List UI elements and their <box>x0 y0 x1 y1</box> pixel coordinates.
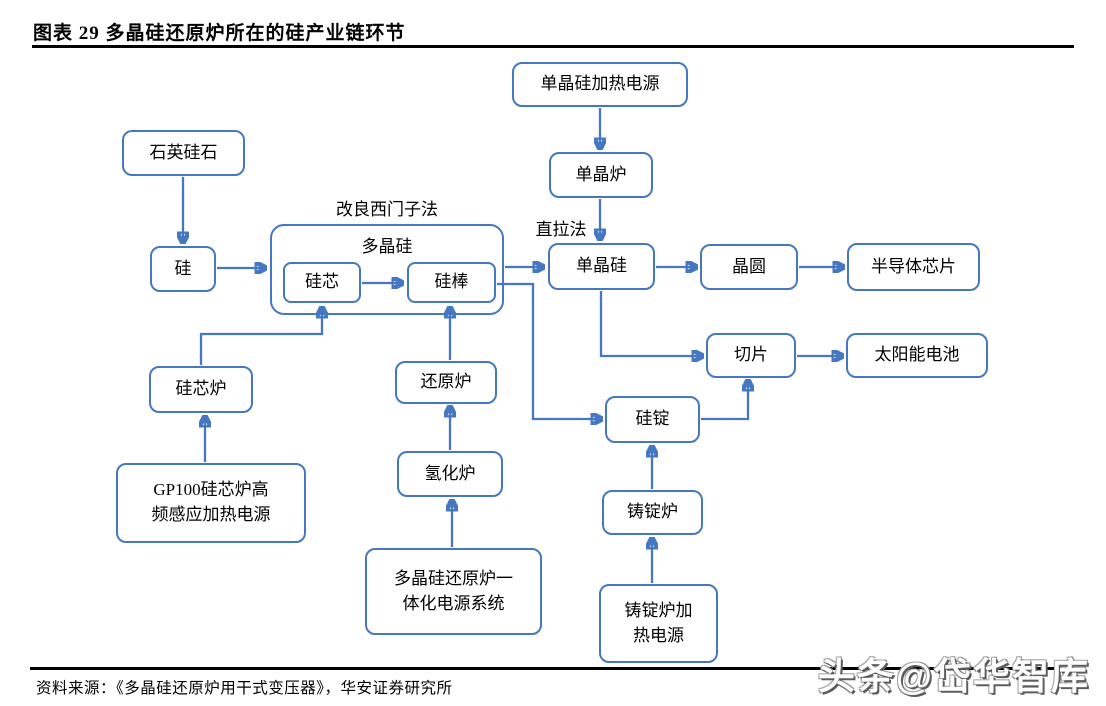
label-czochralski-process: 直拉法 <box>535 220 587 239</box>
node-semiconductor-chip: 半导体芯片 <box>847 243 980 291</box>
arrow-rod-to-ingot <box>497 282 600 419</box>
node-casting-furnace-heating-power: 铸锭炉加 热电源 <box>599 584 718 663</box>
node-mono-silicon-heating-power: 单晶硅加热电源 <box>512 62 688 107</box>
node-silicon-ingot: 硅锭 <box>605 396 700 443</box>
node-mono-crystal-furnace: 单晶炉 <box>549 152 653 198</box>
node-integrated-power-system: 多晶硅还原炉一 体化电源系统 <box>365 548 542 635</box>
node-silicon-core: 硅芯 <box>283 262 361 303</box>
node-solar-cell: 太阳能电池 <box>846 333 988 378</box>
node-gp100-induction-heating-power: GP100硅芯炉高 频感应加热电源 <box>116 463 306 543</box>
arrow-monosilicon-to-slicing <box>599 291 701 356</box>
node-quartz-silica: 石英硅石 <box>122 130 245 176</box>
source-note: 资料来源：《多晶硅还原炉用干式变压器》，华安证券研究所 <box>36 680 453 697</box>
arrow-ingot-to-slicing <box>701 382 748 421</box>
node-casting-furnace: 铸锭炉 <box>602 490 703 535</box>
node-reduction-furnace: 还原炉 <box>395 361 497 404</box>
figure-title: 图表 29 多晶硅还原炉所在的硅产业链环节 <box>33 23 406 44</box>
node-silicon: 硅 <box>150 246 216 292</box>
label-polysilicon-group: 多晶硅 <box>361 237 413 256</box>
node-silicon-core-furnace: 硅芯炉 <box>149 366 253 413</box>
label-improved-siemens-process: 改良西门子法 <box>336 200 438 219</box>
node-silicon-rod: 硅棒 <box>407 262 496 303</box>
arrow-corefurnace-to-core <box>199 309 322 365</box>
node-slicing: 切片 <box>706 333 796 378</box>
toutiao-watermark: 头条@岱华智库 <box>817 656 1090 697</box>
node-mono-silicon: 单晶硅 <box>548 243 655 290</box>
node-hydrogenation-furnace: 氢化炉 <box>397 451 503 497</box>
footer-divider <box>30 667 1074 670</box>
title-divider <box>32 45 1074 48</box>
node-wafer: 晶圆 <box>700 244 798 290</box>
